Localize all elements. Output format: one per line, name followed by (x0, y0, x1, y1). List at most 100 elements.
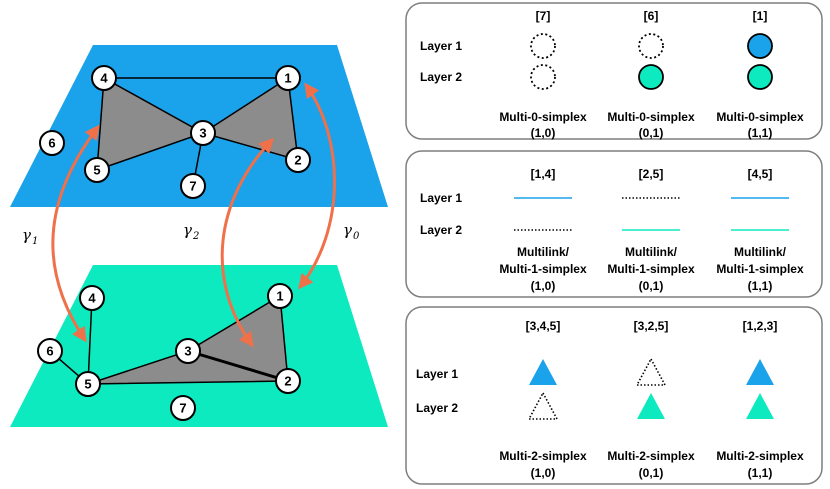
column-header: [4,5] (748, 167, 773, 181)
node-label: 2 (284, 374, 291, 389)
panel-triangle-column-2: [3,2,5] Multi-2-simplex (0,1) (607, 319, 695, 480)
layer-1-row-label: Layer 1 (420, 39, 462, 53)
layer-2-row-label: Layer 2 (416, 401, 458, 415)
layer-2-present-glyph (746, 393, 774, 419)
panel-triangle: Layer 1 Layer 2 [3,4,5] Multi-2-simplex (1,0… (405, 306, 823, 485)
layer-2-edge-2-3 (187, 349, 289, 383)
panel-link-column-2: [2,5] Multilink/Multi-1-simplex (0,1) (607, 167, 695, 293)
node-circle (275, 65, 301, 91)
node-label: 4 (88, 291, 96, 306)
panel-frame (405, 150, 823, 298)
multiplex-network: 1 2 3 4 5 6 7 1 2 3 4 5 6 7 γ1 γ2 γ0 (10, 45, 388, 427)
simplex-type-label-line2: Multi-1-simplex (716, 262, 804, 276)
node-label: 2 (294, 153, 301, 168)
layer-1-absent-glyph (530, 33, 556, 59)
column-header: [3,2,5] (634, 319, 669, 333)
layer-1-row-label: Layer 1 (420, 191, 462, 205)
panel-node-column-1: [7]Multi-0-simplex(1,0) (499, 9, 587, 140)
panel-frame (405, 306, 823, 485)
simplex-type-label: Multi-0-simplex (716, 110, 804, 124)
column-header: [1,2,3] (743, 319, 778, 333)
column-header: [6] (644, 9, 659, 23)
node-circle (275, 368, 301, 394)
gamma-0-label: γ0 (343, 221, 360, 242)
node-label: 3 (199, 126, 206, 141)
node-label: 6 (46, 344, 53, 359)
column-header: [1,4] (531, 167, 556, 181)
gamma-1-arrow (51, 124, 100, 343)
simplex-type-label-line2: Multi-1-simplex (607, 262, 695, 276)
layer-2-node-6: 6 (37, 338, 63, 364)
simplex-type-label: Multilink/ (517, 245, 570, 259)
node-circle (190, 120, 216, 146)
node-circle (91, 65, 117, 91)
layer-1-present-glyph (529, 359, 557, 385)
simplex-type-label: Multi-2-simplex (499, 449, 587, 463)
layer-2-row-label: Layer 2 (420, 223, 462, 237)
layer-membership-code: (1,0) (531, 126, 556, 140)
node-label: 7 (179, 401, 186, 416)
layer-membership-code: (0,1) (639, 279, 664, 293)
layer-2-node-2: 2 (275, 368, 301, 394)
panel-link-column-3: [4,5] Multilink/Multi-1-simplex (1,1) (716, 167, 804, 293)
layer-membership-code: (1,1) (748, 126, 773, 140)
gamma-1-label: γ1 (22, 226, 38, 247)
simplex-type-label: Multi-2-simplex (607, 449, 695, 463)
layer-2-present-glyph (638, 64, 664, 90)
layer-membership-code: (1,1) (748, 279, 773, 293)
layer-1-node-6: 6 (39, 130, 65, 156)
panel-triangle-column-1: [3,4,5] Multi-2-simplex (1,0) (499, 319, 587, 480)
gamma-subscript: 1 (32, 236, 38, 247)
gamma-labels: γ1 γ2 γ0 (22, 221, 360, 247)
layer-1-present-glyph (747, 33, 773, 59)
layer-1-node-3: 3 (190, 120, 216, 146)
simplex-type-label: Multi-2-simplex (716, 449, 804, 463)
column-header: [7] (536, 9, 551, 23)
node-circle (39, 130, 65, 156)
layer-membership-code: (1,0) (531, 279, 556, 293)
node-circle (180, 173, 206, 199)
node-label: 1 (284, 71, 291, 86)
node-label: 3 (184, 344, 191, 359)
layer-2-row-label: Layer 2 (420, 70, 462, 84)
layer-2-node-3: 3 (175, 338, 201, 364)
gamma-subscript: 2 (192, 231, 199, 242)
interlayer-arrows (51, 82, 336, 348)
node-label: 5 (84, 377, 91, 392)
panel-link: Layer 1 Layer 2 [1,4] Multilink/Multi-1-sim… (405, 150, 823, 298)
node-circle (37, 338, 63, 364)
layer-2-present-glyph (747, 64, 773, 90)
layer-2-absent-glyph (530, 64, 556, 90)
node-label: 6 (48, 136, 55, 151)
column-header: [1] (753, 9, 768, 23)
gamma-2-label: γ2 (183, 221, 199, 242)
layer-membership-code: (1,0) (531, 466, 556, 480)
layer-1-node-7: 7 (180, 173, 206, 199)
layer-2-node-5: 5 (75, 371, 101, 397)
layer-2-absent-glyph (527, 391, 559, 420)
layer-1-row-label: Layer 1 (416, 367, 458, 381)
simplex-type-label: Multilink/ (625, 245, 678, 259)
layer-1-present-glyph (746, 359, 774, 385)
simplex-type-label: Multilink/ (734, 245, 787, 259)
column-header: [2,5] (639, 167, 664, 181)
node-label: 4 (100, 71, 108, 86)
node-label: 7 (189, 179, 196, 194)
node-circle (175, 338, 201, 364)
node-label: 5 (93, 163, 100, 178)
simplex-type-label: Multi-0-simplex (607, 110, 695, 124)
gamma-2-arrow (220, 137, 275, 348)
layer-2-node-4: 4 (79, 285, 105, 311)
node-label: 1 (276, 289, 283, 304)
layer-1-absent-glyph (635, 357, 667, 386)
layer-2-present-glyph (637, 393, 665, 419)
layer-1-node-4: 4 (91, 65, 117, 91)
column-header: [3,4,5] (526, 319, 561, 333)
panel-frame (405, 2, 823, 140)
panel-link-column-1: [1,4]Multilink/Multi-1-simplex(1,0) (499, 167, 587, 293)
layer-membership-code: (0,1) (639, 466, 664, 480)
layer-1-absent-glyph (638, 33, 664, 59)
